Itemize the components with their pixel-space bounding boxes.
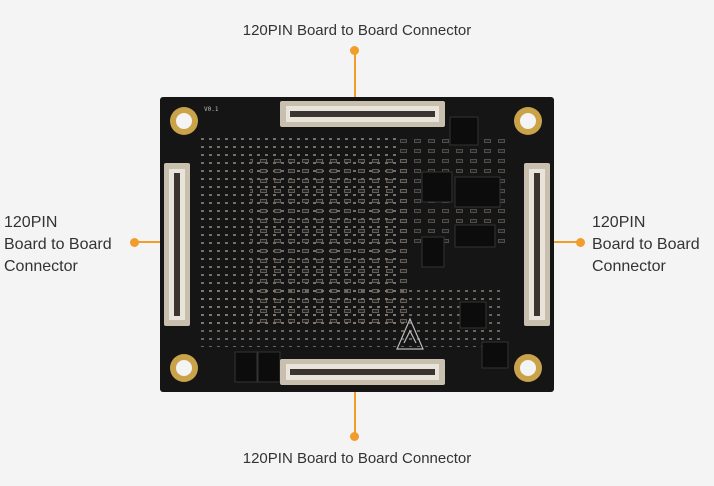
silkscreen-version: V0.1 <box>204 106 219 113</box>
left-label-line-3: Connector <box>4 258 78 275</box>
pcb-board: V0.1 <box>160 97 554 392</box>
right-callout-dot <box>576 238 585 247</box>
top-callout-line <box>354 50 356 106</box>
left-callout-dot <box>130 238 139 247</box>
right-label-line-2: Board to Board <box>592 236 700 253</box>
mounting-hole-tl <box>170 107 198 135</box>
bottom-callout-dot <box>350 432 359 441</box>
right-label-line-3: Connector <box>592 258 666 275</box>
mounting-hole-tr <box>514 107 542 135</box>
top-connector-label: 120PIN Board to Board Connector <box>242 22 472 39</box>
mounting-hole-bl <box>170 354 198 382</box>
bottom-callout-line <box>354 382 356 434</box>
right-connector-label: 120PIN Board to Board Connector <box>592 212 700 278</box>
silkscreen-logo <box>396 317 424 350</box>
left-label-line-1: 120PIN <box>4 214 58 231</box>
left-connector-label: 120PIN Board to Board Connector <box>4 212 112 278</box>
pcb-board-graphic: V0.1 <box>160 97 554 392</box>
mounting-hole-br <box>514 354 542 382</box>
right-label-line-1: 120PIN <box>592 214 646 231</box>
left-label-line-2: Board to Board <box>4 236 112 253</box>
bottom-connector-label: 120PIN Board to Board Connector <box>242 450 472 467</box>
left-callout-line <box>136 241 176 243</box>
right-callout-line <box>538 241 578 243</box>
